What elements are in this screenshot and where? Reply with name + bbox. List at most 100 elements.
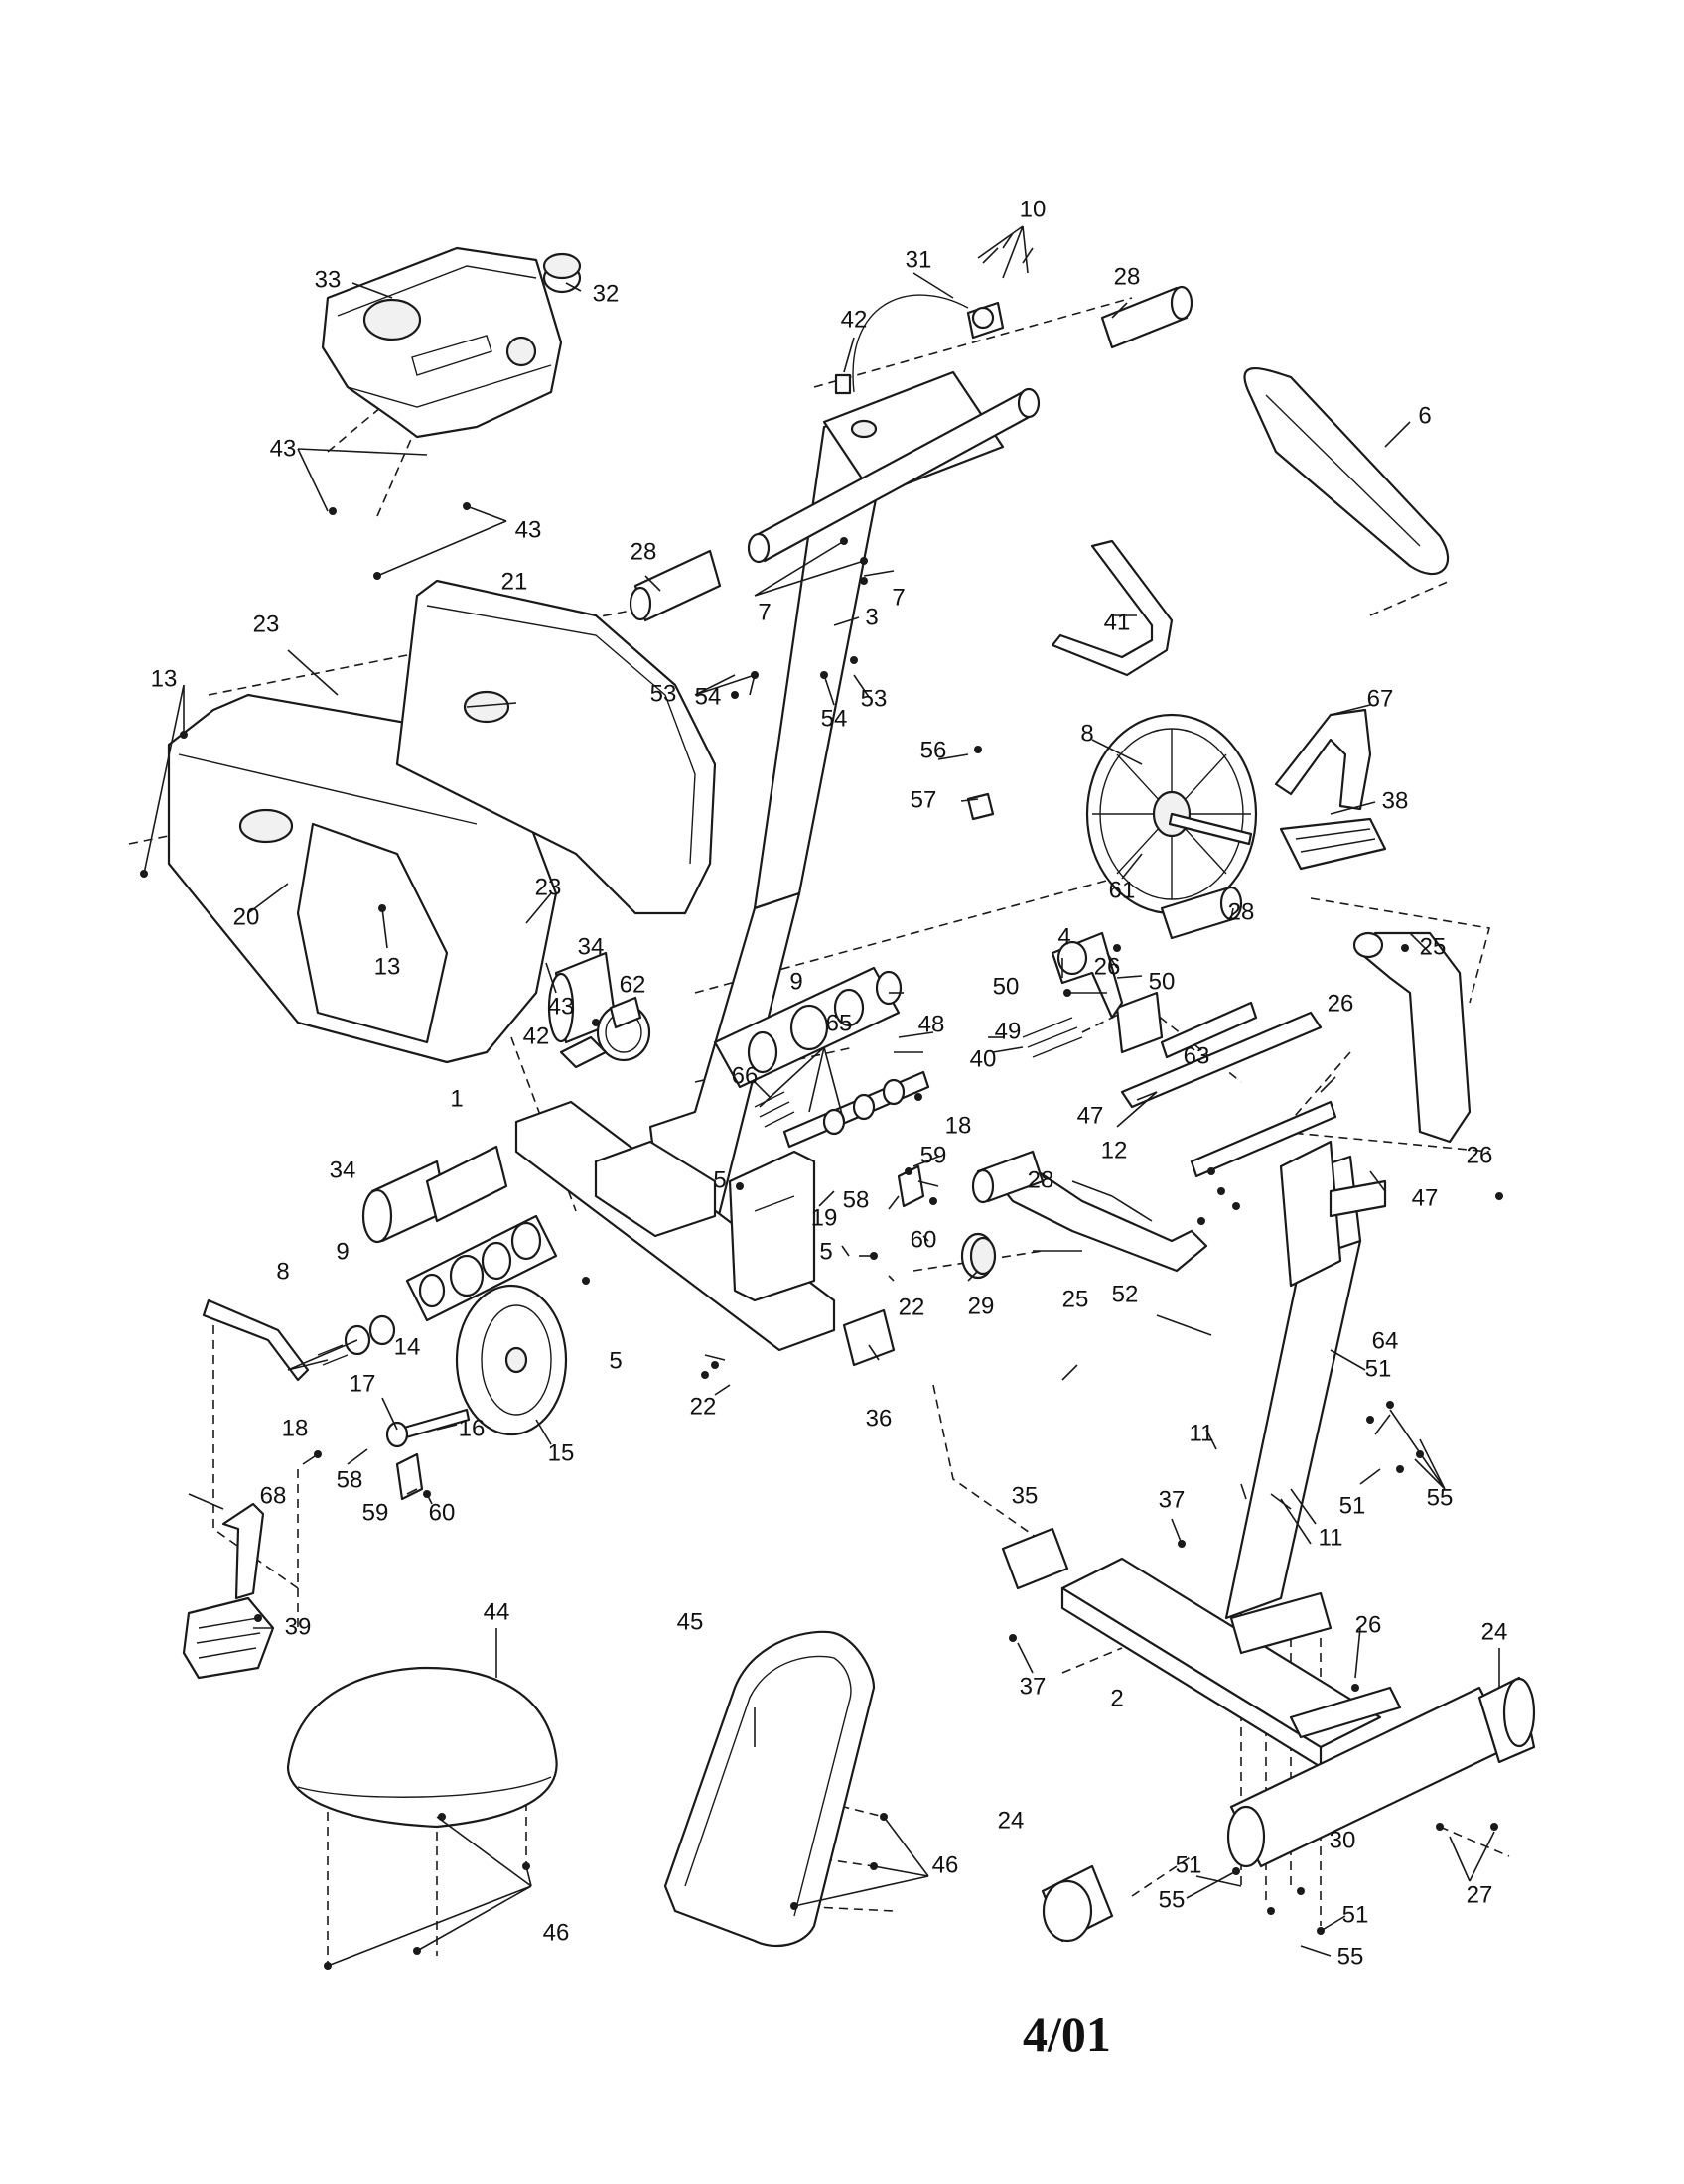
- callout-32: 32: [593, 280, 620, 307]
- callout-42: 42: [523, 1023, 550, 1049]
- callout-labels: 33 32 43 43 10 31 42 28 6 41 28 7 7 3 21…: [151, 196, 1508, 1970]
- callout-17: 17: [350, 1370, 376, 1397]
- callout-19: 19: [811, 1204, 838, 1231]
- callout-54: 54: [821, 705, 848, 732]
- callout-29: 29: [968, 1293, 995, 1319]
- bracket-47-left: [1115, 991, 1164, 1054]
- callout-53: 53: [861, 685, 888, 712]
- rear-handle-right: [1352, 931, 1472, 1144]
- callout-46: 46: [932, 1851, 959, 1878]
- callout-55: 55: [1427, 1484, 1454, 1511]
- callout-54: 54: [695, 683, 722, 710]
- callout-43: 43: [270, 435, 297, 462]
- callout-24: 24: [998, 1807, 1025, 1834]
- callout-5: 5: [609, 1347, 622, 1374]
- frame-cap-insert: [842, 1308, 896, 1367]
- console-knob: [542, 252, 582, 294]
- callout-9: 9: [789, 968, 802, 995]
- callout-35: 35: [1012, 1482, 1039, 1509]
- seat-post-bracket-upper: [1279, 1140, 1342, 1288]
- callout-18: 18: [945, 1112, 972, 1139]
- callout-8: 8: [276, 1258, 289, 1285]
- console-screws: [982, 232, 1034, 264]
- callout-8: 8: [1080, 720, 1093, 747]
- console-housing: [321, 246, 563, 439]
- callout-31: 31: [906, 246, 932, 273]
- backrest: [663, 1630, 876, 1948]
- magnet-holder-62: [609, 996, 642, 1029]
- callout-47: 47: [1412, 1184, 1439, 1211]
- callout-68: 68: [260, 1482, 287, 1509]
- callout-26: 26: [1355, 1611, 1382, 1638]
- callout-15: 15: [548, 1439, 575, 1466]
- callout-44: 44: [484, 1598, 510, 1625]
- crank-bearing-set-rear: [405, 1214, 558, 1322]
- callout-43: 43: [515, 516, 542, 543]
- callout-45: 45: [677, 1608, 704, 1635]
- callout-13: 13: [374, 953, 401, 980]
- callout-62: 62: [620, 971, 646, 998]
- callout-60: 60: [429, 1499, 456, 1526]
- callout-25: 25: [1420, 933, 1447, 960]
- callout-6: 6: [1418, 402, 1431, 429]
- callout-7: 7: [758, 599, 771, 625]
- callout-12: 12: [1101, 1137, 1128, 1163]
- callout-57: 57: [911, 786, 937, 813]
- callout-18: 18: [282, 1415, 309, 1441]
- callout-55: 55: [1159, 1886, 1186, 1913]
- callout-11: 11: [1190, 1420, 1214, 1446]
- callout-38: 38: [1382, 787, 1409, 814]
- tension-spring-40: [1022, 1017, 1083, 1058]
- callout-51: 51: [1339, 1492, 1366, 1519]
- callout-4: 4: [1057, 923, 1070, 950]
- callout-22: 22: [899, 1294, 925, 1320]
- callout-59: 59: [362, 1499, 389, 1526]
- seat-cushion: [286, 1666, 558, 1829]
- tension-control: [834, 294, 1005, 395]
- leader-lines: [143, 225, 1500, 1967]
- callout-27: 27: [1467, 1881, 1493, 1908]
- stabilizer-end-cap-right: [1477, 1676, 1536, 1764]
- callout-50: 50: [993, 973, 1020, 1000]
- left-pedal: [182, 1502, 275, 1680]
- callout-55: 55: [1337, 1943, 1364, 1970]
- callout-30: 30: [1330, 1827, 1356, 1853]
- callout-2: 2: [1110, 1685, 1123, 1711]
- callout-56: 56: [920, 737, 947, 763]
- callout-33: 33: [315, 266, 342, 293]
- callout-39: 39: [285, 1613, 312, 1640]
- date-code: 4/01: [1023, 2006, 1111, 2062]
- callout-28: 28: [631, 538, 657, 565]
- callout-16: 16: [459, 1415, 486, 1441]
- callout-51: 51: [1365, 1355, 1392, 1382]
- handlebar-grip-left: [629, 549, 722, 622]
- callout-13: 13: [151, 665, 178, 692]
- callout-7: 7: [892, 584, 905, 611]
- callout-10: 10: [1020, 196, 1047, 222]
- callout-49: 49: [995, 1018, 1022, 1044]
- callout-36: 36: [866, 1405, 893, 1432]
- callout-67: 67: [1367, 685, 1394, 712]
- clip-59-58: [395, 1164, 925, 1501]
- clip-57: [966, 792, 995, 821]
- pulley: [455, 1284, 568, 1436]
- callout-24: 24: [1481, 1618, 1508, 1645]
- callout-41: 41: [1104, 609, 1131, 635]
- callout-42: 42: [841, 306, 868, 333]
- handlebar-grip-right: [1100, 285, 1193, 349]
- callout-34: 34: [330, 1157, 356, 1183]
- callout-50: 50: [1149, 968, 1176, 995]
- callout-21: 21: [501, 568, 528, 595]
- rear-handle-left: [991, 1160, 1208, 1273]
- right-shroud: [395, 579, 717, 915]
- callout-23: 23: [535, 874, 562, 900]
- callout-47: 47: [1077, 1102, 1104, 1129]
- drive-belt: [1243, 366, 1450, 576]
- flywheel: [1085, 713, 1258, 915]
- callout-28: 28: [1028, 1166, 1054, 1193]
- frame-insert-35: [1001, 1527, 1069, 1590]
- callout-51: 51: [1176, 1851, 1202, 1878]
- stabilizer-bracket: [1229, 1591, 1402, 1739]
- callout-46: 46: [543, 1919, 570, 1946]
